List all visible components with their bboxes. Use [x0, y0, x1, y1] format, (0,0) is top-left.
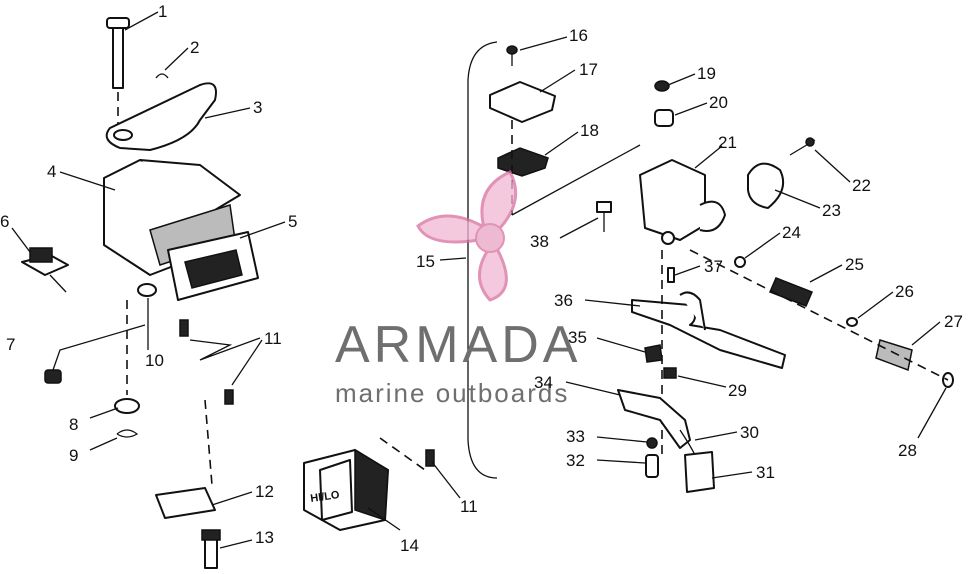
part-35-spring: [644, 344, 663, 363]
part-16-screw: [506, 45, 518, 66]
callout-11b: 11: [460, 497, 478, 516]
callout-30: 30: [740, 423, 759, 442]
callout-35: 35: [568, 328, 587, 347]
part-23-clamp: [747, 162, 784, 209]
propeller-logo: [416, 170, 518, 302]
callout-27: 27: [944, 312, 963, 331]
callout-16: 16: [569, 26, 588, 45]
callout-31: 31: [756, 463, 775, 482]
callout-38: 38: [530, 232, 549, 251]
callout-17: 17: [579, 60, 598, 79]
callout-10: 10: [145, 351, 164, 370]
part-18-gasket: [497, 147, 549, 177]
callout-36: 36: [554, 291, 573, 310]
callout-26: 26: [895, 282, 914, 301]
part-11-screw-a: [179, 319, 189, 337]
part-13-bolt: [201, 529, 221, 569]
part-27-fitting: [875, 339, 913, 372]
part-33-washer: [646, 437, 658, 449]
part-22-screw: [789, 137, 816, 156]
callout-5: 5: [288, 212, 297, 231]
callout-33: 33: [566, 427, 585, 446]
part-31-tag: [684, 451, 715, 493]
callout-11a: 11: [264, 329, 282, 348]
part-5-switch-box: [167, 231, 259, 301]
part-29-nut: [663, 367, 677, 379]
callout-28: 28: [898, 441, 917, 460]
callout-29: 29: [728, 381, 747, 400]
part-10-washer: [137, 283, 157, 297]
callout-25: 25: [845, 255, 864, 274]
part-25-spring: [769, 277, 813, 307]
leader-lines: [11, 11, 947, 549]
callout-14: 14: [400, 536, 419, 555]
part-14-hi-lo-switch: [303, 448, 389, 531]
callout-12: 12: [255, 482, 274, 501]
callout-15: 15: [416, 252, 435, 271]
part-19-washer: [654, 80, 670, 92]
part-38-screw: [596, 201, 612, 232]
part-8-washer: [114, 398, 140, 414]
callout-18: 18: [580, 121, 599, 140]
part-20-plug: [654, 109, 674, 127]
callout-9: 9: [69, 446, 78, 465]
callout-37: 37: [704, 257, 723, 276]
part-17-cover: [489, 81, 556, 123]
callout-labels: 1 2 3 4 5 6 7 8 9 10 11 11 12 13 14 15 1…: [0, 2, 963, 555]
part-9-clip: [116, 429, 139, 438]
part-11-screw-c: [425, 449, 435, 467]
hi-lo-plate-text: HI/LO: [310, 489, 341, 505]
part-26-washer: [846, 317, 858, 327]
part-34-cam-plate: [617, 389, 691, 449]
part-24-washer: [734, 256, 746, 268]
part-3-bracket: [105, 82, 217, 151]
part-2-clip: [155, 73, 169, 79]
callout-21: 21: [718, 133, 737, 152]
callout-6: 6: [0, 212, 9, 231]
callout-20: 20: [709, 93, 728, 112]
part-12-plate: [155, 487, 216, 519]
watermark: ARMADA marine outboards: [335, 170, 581, 408]
group-bracket-15: [467, 41, 498, 479]
watermark-brand: ARMADA: [335, 316, 581, 374]
callout-3: 3: [253, 98, 262, 117]
callout-2: 2: [190, 38, 199, 57]
left-assembly: HI/LO: [21, 17, 435, 569]
callout-22: 22: [852, 176, 871, 195]
part-37-pin: [667, 267, 675, 283]
watermark-tagline: marine outboards: [335, 378, 569, 408]
part-7-nut: [44, 369, 62, 384]
part-6-knob: [21, 247, 69, 293]
callout-8: 8: [69, 415, 78, 434]
callout-7: 7: [6, 335, 15, 354]
part-21-body: [639, 159, 726, 245]
part-11-screw-b: [224, 389, 234, 405]
callout-4: 4: [47, 162, 56, 181]
callout-23: 23: [822, 201, 841, 220]
callout-1: 1: [158, 2, 167, 21]
callout-13: 13: [255, 528, 274, 547]
part-32-screw: [645, 454, 659, 478]
right-assembly: [489, 45, 954, 493]
callout-24: 24: [782, 223, 801, 242]
callout-32: 32: [566, 451, 585, 470]
part-1-bolt: [106, 17, 130, 89]
callout-19: 19: [697, 64, 716, 83]
callout-34: 34: [534, 373, 553, 392]
